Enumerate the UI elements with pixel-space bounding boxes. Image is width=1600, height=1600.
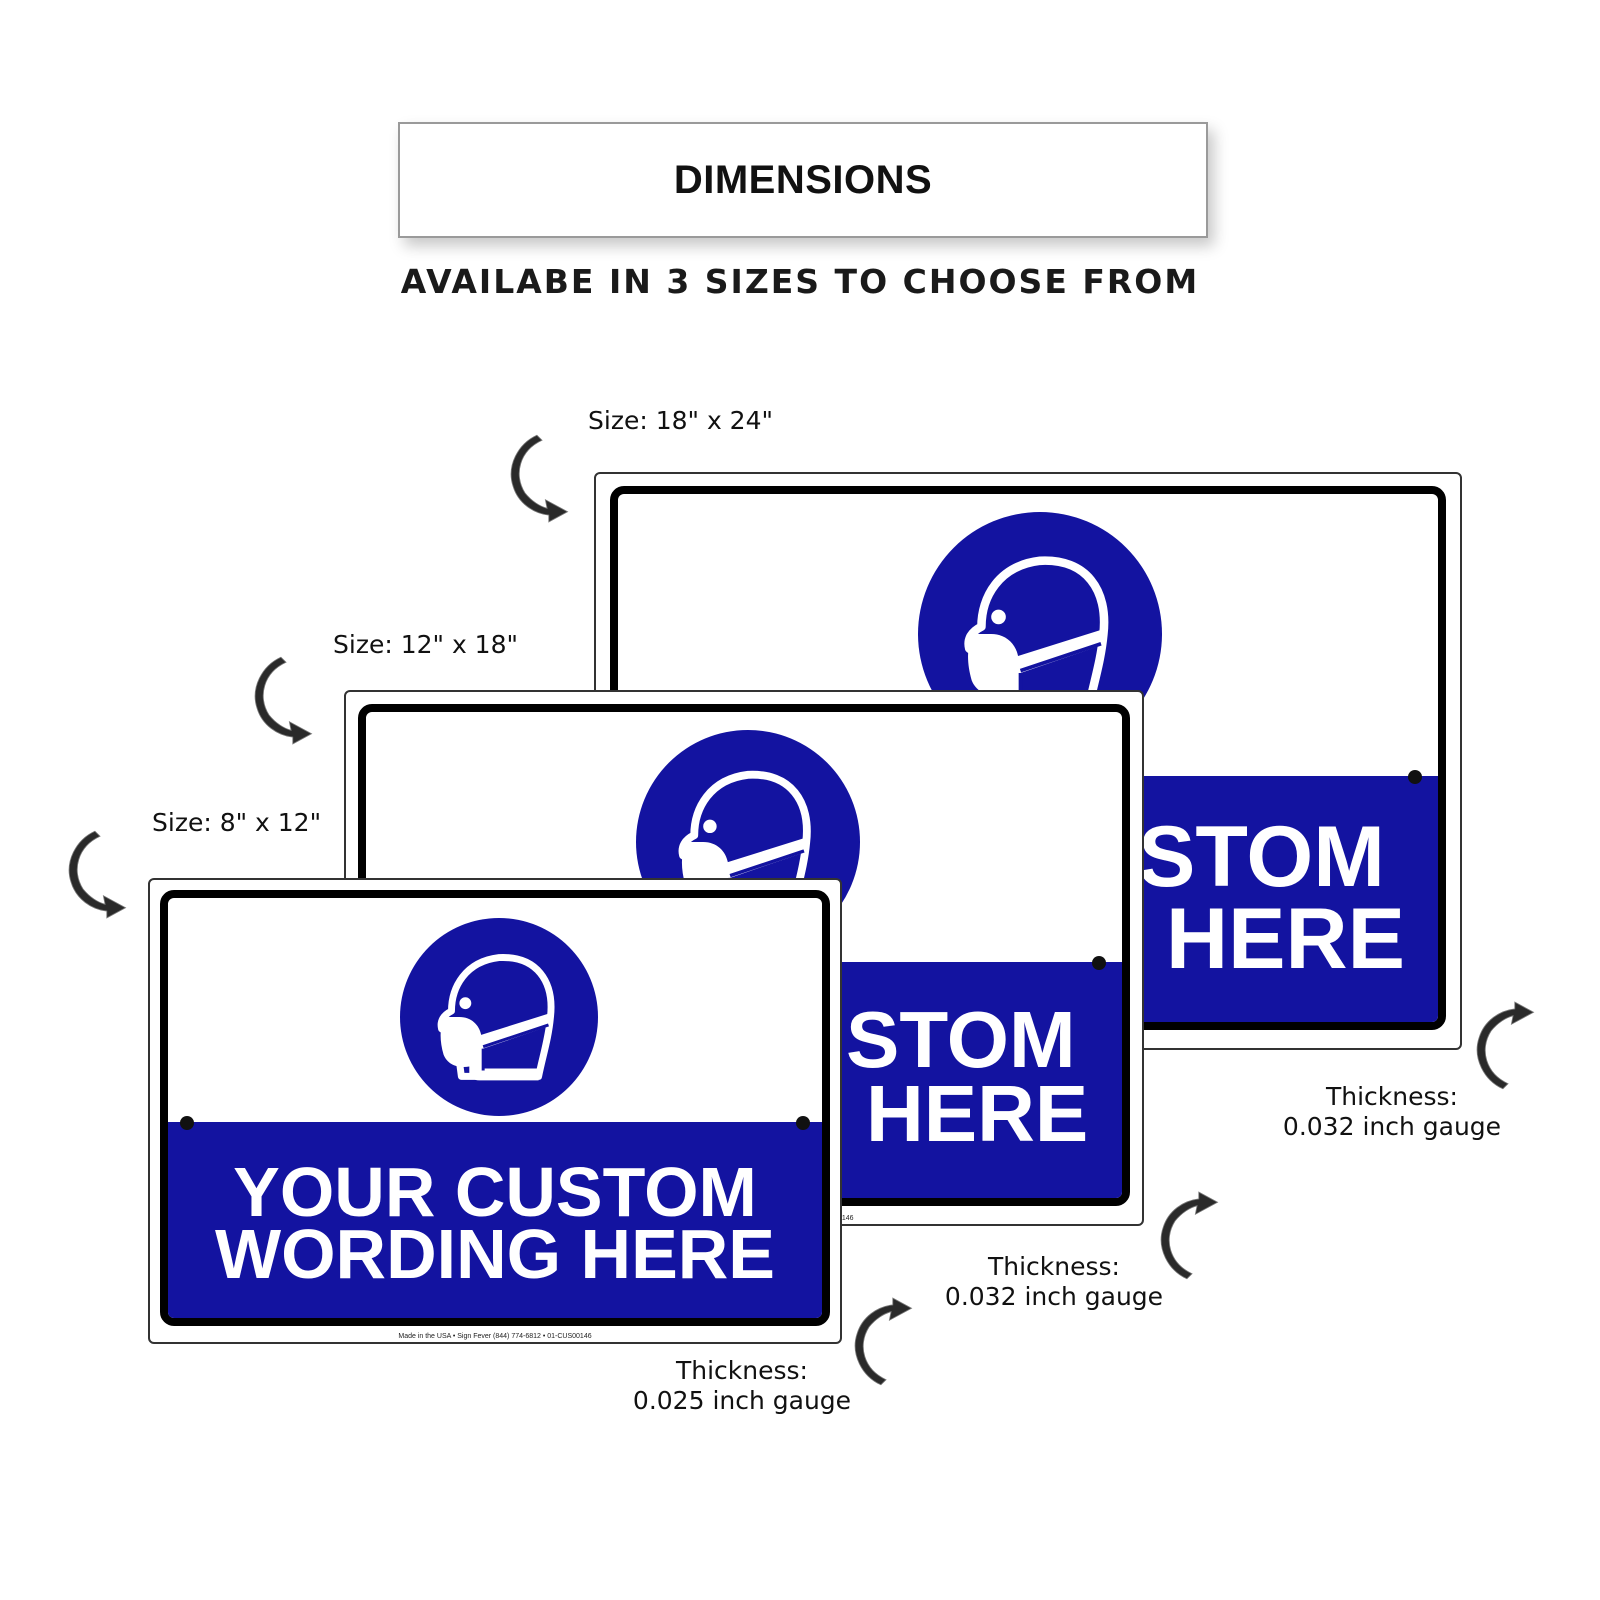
mounting-hole — [1408, 770, 1422, 784]
sign-footer: 0146 — [838, 1215, 854, 1222]
sign-band: YOUR CUSTOM WORDING HERE — [168, 1122, 822, 1318]
mounting-hole — [1092, 956, 1106, 970]
sign-footer: 46 — [1126, 1039, 1460, 1046]
curved-arrow-icon — [852, 1296, 920, 1392]
sign-text-line1: STOM — [846, 995, 1076, 1084]
sign-frame: YOUR CUSTOM WORDING HERE — [160, 890, 830, 1326]
thickness-value-large: 0.032 inch gauge — [1282, 1112, 1502, 1141]
size-label-large: Size: 18" x 24" — [588, 406, 773, 435]
curved-arrow-icon — [252, 650, 320, 746]
sign-text-line2: HERE — [866, 1069, 1089, 1158]
face-mask-required-icon — [400, 918, 598, 1116]
thickness-title-medium: Thickness: — [988, 1252, 1120, 1281]
sign-8x12: YOUR CUSTOM WORDING HERE Made in the USA… — [148, 878, 842, 1344]
sign-text-line1: YOUR CUSTOM — [233, 1153, 757, 1231]
sign-text-line1: STOM — [1138, 809, 1385, 905]
curved-arrow-icon — [66, 824, 134, 920]
subtitle: AVAILABE IN 3 SIZES TO CHOOSE FROM — [400, 262, 1200, 301]
mounting-hole — [180, 1116, 194, 1130]
thickness-value-medium: 0.032 inch gauge — [944, 1282, 1164, 1311]
sign-text-line2: HERE — [1166, 891, 1405, 987]
curved-arrow-icon — [1158, 1190, 1226, 1286]
size-label-medium: Size: 12" x 18" — [333, 630, 518, 659]
thickness-value-small: 0.025 inch gauge — [632, 1386, 852, 1415]
size-label-small: Size: 8" x 12" — [152, 808, 322, 837]
mounting-hole — [796, 1116, 810, 1130]
page-title: DIMENSIONS — [673, 157, 933, 202]
thickness-title-small: Thickness: — [676, 1356, 808, 1385]
curved-arrow-icon — [508, 428, 576, 524]
sign-footer: Made in the USA • Sign Fever (844) 774-6… — [398, 1333, 592, 1340]
thickness-title-large: Thickness: — [1326, 1082, 1458, 1111]
curved-arrow-icon — [1474, 1000, 1542, 1096]
title-box: DIMENSIONS — [398, 122, 1208, 238]
sign-text-line2: WORDING HERE — [215, 1215, 775, 1293]
